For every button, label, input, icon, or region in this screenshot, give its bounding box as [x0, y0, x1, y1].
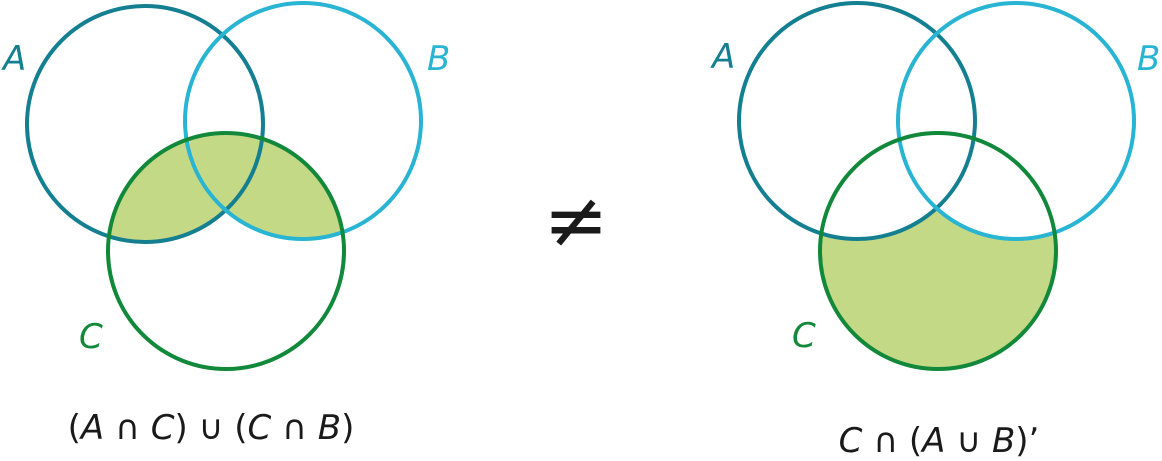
right-circle-a: [737, 1, 977, 241]
left-circle-b: [183, 1, 423, 241]
right-venn-diagram: A B C C ∩ (A ∪ B)’: [710, 1, 1160, 461]
left-label-c: C: [79, 317, 103, 357]
left-shaded-region: [108, 133, 344, 242]
right-shaded-region: [820, 133, 1056, 369]
left-venn-diagram: A B C (A ∩ C) ∪ (C ∩ B): [1, 1, 450, 448]
left-label-a: A: [1, 39, 26, 79]
right-label-a: A: [710, 37, 735, 77]
right-label-b: B: [1137, 39, 1160, 79]
right-circle-c: [818, 131, 1058, 371]
right-label-c: C: [792, 316, 816, 356]
left-label-b: B: [427, 39, 450, 79]
right-circle-b: [896, 1, 1136, 241]
left-caption: (A ∩ C) ∪ (C ∩ B): [68, 408, 355, 448]
left-circle-c: [106, 131, 346, 371]
left-circle-a: [25, 4, 265, 244]
not-equal-symbol: ≠: [543, 176, 608, 266]
right-caption: C ∩ (A ∪ B)’: [839, 421, 1040, 461]
